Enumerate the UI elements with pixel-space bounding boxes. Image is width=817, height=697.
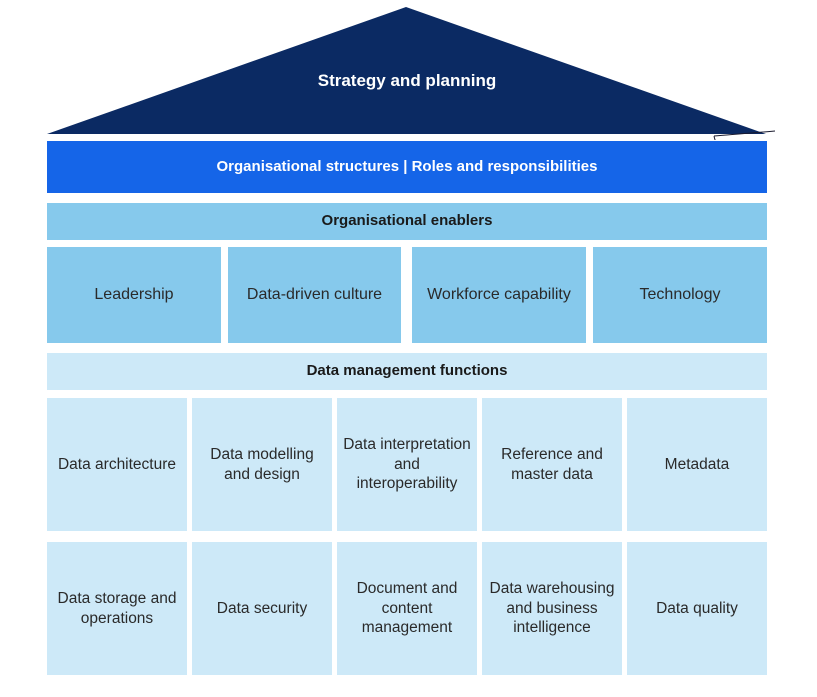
function-data-warehousing: Data warehousing and business intelligen…: [482, 542, 622, 675]
function-document-content: Document and content management: [337, 542, 477, 675]
function-metadata: Metadata: [627, 398, 767, 531]
function-data-quality: Data quality: [627, 542, 767, 675]
enabler-workforce-capability: Workforce capability: [412, 247, 586, 343]
structures-band: Organisational structures | Roles and re…: [47, 141, 767, 193]
function-reference-master-data: Reference and master data: [482, 398, 622, 531]
function-data-security: Data security: [192, 542, 332, 675]
function-data-modelling: Data modelling and design: [192, 398, 332, 531]
function-data-interpretation: Data interpretation and interoperability: [337, 398, 477, 531]
function-data-architecture: Data architecture: [47, 398, 187, 531]
functions-heading: Data management functions: [47, 353, 767, 390]
enabler-technology: Technology: [593, 247, 767, 343]
roof-title: Strategy and planning: [317, 71, 497, 91]
roof-shape: [47, 7, 766, 134]
enabler-leadership: Leadership: [47, 247, 221, 343]
enablers-heading: Organisational enablers: [47, 203, 767, 240]
roof-ribbon-line: [713, 130, 776, 140]
roof-triangle: [47, 7, 776, 140]
enabler-data-driven-culture: Data-driven culture: [228, 247, 401, 343]
function-data-storage: Data storage and operations: [47, 542, 187, 675]
